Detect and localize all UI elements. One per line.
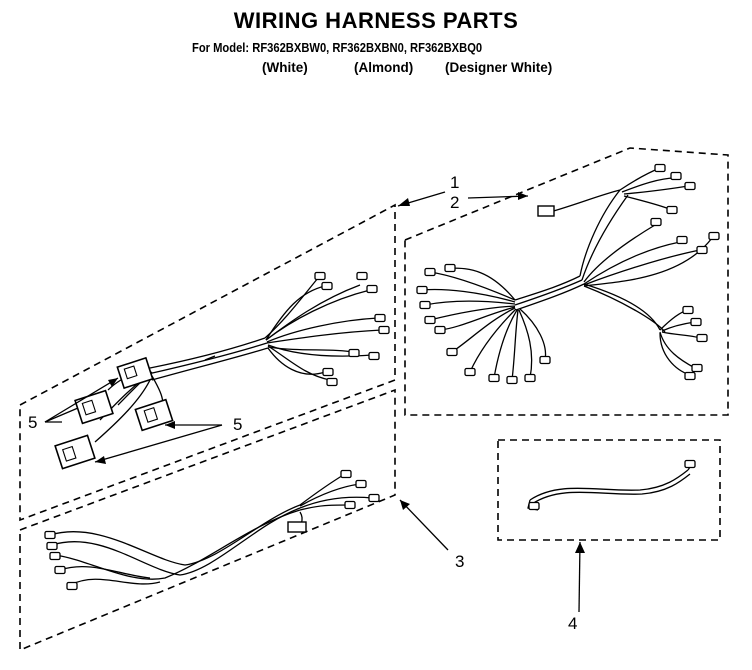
- variant-white: (White): [262, 60, 308, 75]
- harness-4-plug-left: [528, 501, 540, 511]
- harness-2-wires: [421, 167, 713, 381]
- callout-5-left: 5: [28, 413, 38, 432]
- harness-4-wire: [527, 463, 693, 511]
- page-title: WIRING HARNESS PARTS: [233, 8, 519, 33]
- harness-2-plugs: [416, 163, 720, 385]
- harness-3-plugs: [44, 469, 380, 591]
- callout-2: 2: [450, 193, 460, 212]
- callout-5-right: 5: [233, 415, 243, 434]
- harness-2-connector: [537, 205, 555, 217]
- model-line: For Model: RF362BXBW0, RF362BXBN0, RF362…: [192, 40, 483, 55]
- callout-1: 1: [450, 173, 460, 192]
- harness-2-outline: [404, 147, 729, 416]
- callout-leaders: [44, 191, 581, 613]
- harness-1-outline: [19, 203, 396, 522]
- harness-3-wires: [49, 473, 373, 586]
- harness-3-outline: [19, 388, 396, 652]
- callout-4: 4: [568, 614, 578, 633]
- harness-4-plug-right: [684, 459, 696, 469]
- callout-arrowheads: [95, 192, 585, 553]
- harness-3-connector: [287, 521, 307, 533]
- harness-4-outline: [497, 439, 721, 541]
- harness-1-plugs: [314, 271, 390, 387]
- variant-almond: (Almond): [354, 60, 414, 75]
- connector-details: [61, 365, 159, 462]
- callout-3: 3: [455, 552, 465, 571]
- variant-designer-white: (Designer White): [445, 60, 553, 75]
- harness-1-wires: [94, 277, 383, 443]
